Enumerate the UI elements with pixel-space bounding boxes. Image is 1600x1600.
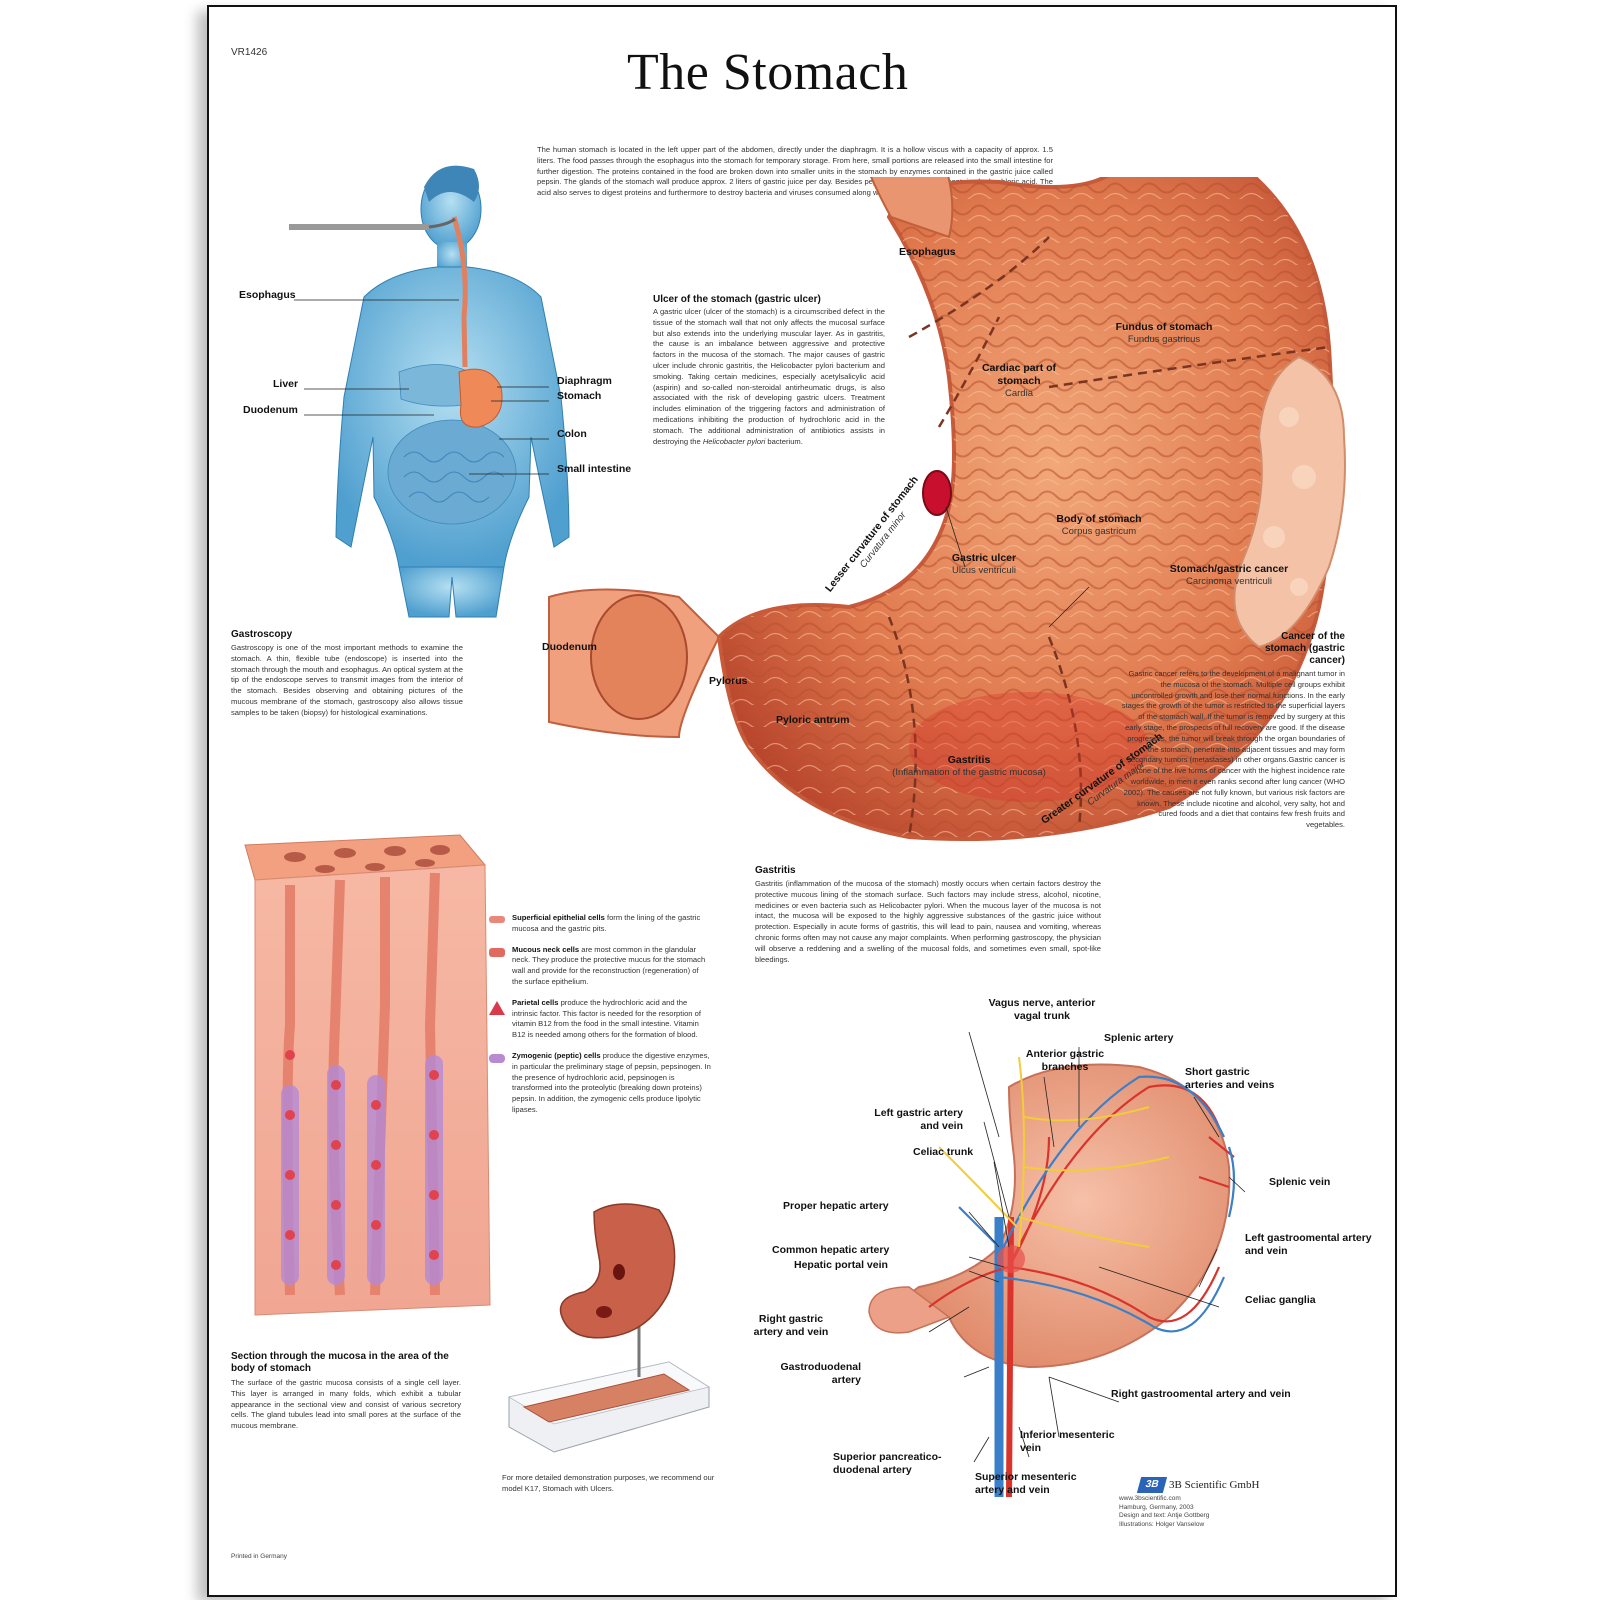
label-sec-esophagus: Esophagus (899, 246, 956, 258)
label-duodenum: Duodenum (243, 404, 298, 416)
publisher-credits: www.3bscientific.com Hamburg, Germany, 2… (1119, 1495, 1209, 1529)
publisher-logo: 3B 3B Scientific GmbH (1136, 1477, 1260, 1493)
label-proper-hepatic: Proper hepatic artery (783, 1200, 889, 1212)
parietal-cell-swatch-icon (489, 1000, 505, 1015)
label-diaphragm: Diaphragm (557, 375, 612, 387)
label-splenic-artery: Splenic artery (1104, 1032, 1174, 1044)
label-liver: Liver (273, 378, 299, 390)
cell-legend-item: Parietal cells produce the hydrochloric … (489, 998, 711, 1041)
superficial-cell-swatch-icon (489, 916, 505, 923)
gastritis-text: Gastritis (inflammation of the mucosa of… (755, 879, 1101, 964)
gastritis-area-shape (909, 692, 1149, 802)
label-right-gastroomental: Right gastroomental artery and vein (1111, 1388, 1291, 1400)
ulcer-text: A gastric ulcer (ulcer of the stomach) i… (653, 307, 885, 446)
gastritis-title: Gastritis (755, 865, 796, 876)
zymogenic-cell-swatch-icon (489, 1053, 505, 1063)
label-small-intestine: Small intestine (557, 463, 632, 475)
label-hepatic-portal: Hepatic portal vein (794, 1259, 888, 1271)
vascular-supply-illustration (868, 1031, 1246, 1498)
mucosa-text: The surface of the gastric mucosa consis… (231, 1378, 461, 1431)
body-figure (289, 165, 570, 618)
stomach-section-illustration (548, 177, 1346, 841)
publisher-design: Design and text: Antje Gottberg (1119, 1512, 1210, 1519)
publisher-city: Hamburg, Germany, 2003 (1119, 1503, 1194, 1511)
cancer-text: Gastric cancer refers to the development… (1121, 669, 1345, 830)
label-superior-pancreatico: Superior pancreatico-duodenal artery (833, 1451, 942, 1476)
hair-shape (424, 165, 479, 202)
label-left-gastroomental: Left gastroomental artery and vein (1245, 1232, 1372, 1257)
label-left-gastric: Left gastric artery and vein (874, 1107, 963, 1132)
label-duodenum-section: Duodenum (542, 641, 597, 653)
label-colon: Colon (557, 428, 587, 440)
label-gastritis: Gastritis(Inflammation of the gastric mu… (892, 754, 1046, 778)
stomach-shape (458, 368, 503, 428)
cell-legend-item: Superficial epithelial cells form the li… (489, 913, 711, 935)
mucosa-section-illustration (244, 834, 491, 1316)
celiac-trunk-shape (997, 1245, 1025, 1273)
printed-in: Printed in Germany (231, 1553, 287, 1560)
label-pyloric-antrum: Pyloric antrum (776, 714, 850, 726)
cancer-title: Cancer of the stomach (gastric cancer) (1264, 631, 1345, 666)
label-gastroduodenal: Gastroduodenal artery (780, 1361, 861, 1386)
3b-logo-icon: 3B (1136, 1477, 1168, 1493)
label-stomach: Stomach (557, 390, 602, 402)
label-splenic-vein: Splenic vein (1269, 1176, 1331, 1188)
esophagus-shape (451, 216, 468, 368)
label-celiac-ganglia: Celiac ganglia (1245, 1294, 1316, 1306)
label-right-gastric: Right gastric artery and vein (753, 1313, 829, 1338)
label-vagus: Vagus nerve, anterior vagal trunk (988, 997, 1096, 1022)
cell-legend: Superficial epithelial cells form the li… (489, 913, 711, 1116)
mucous-neck-cell-swatch-icon (489, 947, 505, 957)
poster: VR1426 The Stomach The human stomach is … (207, 5, 1397, 1597)
label-superior-mesenteric: Superior mesenteric artery and vein (975, 1471, 1077, 1496)
product-code: VR1426 (231, 47, 268, 58)
gastroscopy-text: Gastroscopy is one of the most important… (231, 643, 463, 717)
label-short-gastric: Short gastric arteries and veins (1185, 1066, 1275, 1091)
liver-shape (398, 364, 470, 407)
publisher-illustrations: Illustrations: Holger Vanselow (1119, 1520, 1205, 1528)
label-inferior-mesenteric: Inferior mesenteric vein (1020, 1429, 1115, 1454)
publisher-name: 3B Scientific GmbH (1169, 1479, 1260, 1491)
esophagus-entry-shape (870, 177, 954, 239)
page-title: The Stomach (627, 44, 909, 101)
label-pylorus: Pylorus (709, 675, 748, 687)
label-common-hepatic: Common hepatic artery (772, 1244, 890, 1256)
label-celiac-trunk: Celiac trunk (913, 1146, 974, 1158)
model-note: For more detailed demonstration purposes… (502, 1473, 715, 1493)
cell-legend-item: Zymogenic (peptic) cells produce the dig… (489, 1051, 711, 1116)
intro-text: The human stomach is located in the left… (537, 145, 1053, 198)
model-k17-illustration (507, 1203, 711, 1453)
label-esophagus: Esophagus (239, 289, 296, 301)
ulcer-title: Ulcer of the stomach (gastric ulcer) (653, 294, 821, 305)
ulcer-lesion-shape (922, 470, 952, 516)
cell-legend-item: Mucous neck cells are most common in the… (489, 945, 711, 988)
label-anterior-gastric: Anterior gastric branches (1025, 1048, 1105, 1073)
tumor-shape (1233, 355, 1346, 649)
publisher-url: www.3bscientific.com (1119, 1495, 1181, 1502)
gastroscopy-title: Gastroscopy (231, 629, 293, 640)
mucosa-title: Section through the mucosa in the area o… (231, 1351, 449, 1374)
